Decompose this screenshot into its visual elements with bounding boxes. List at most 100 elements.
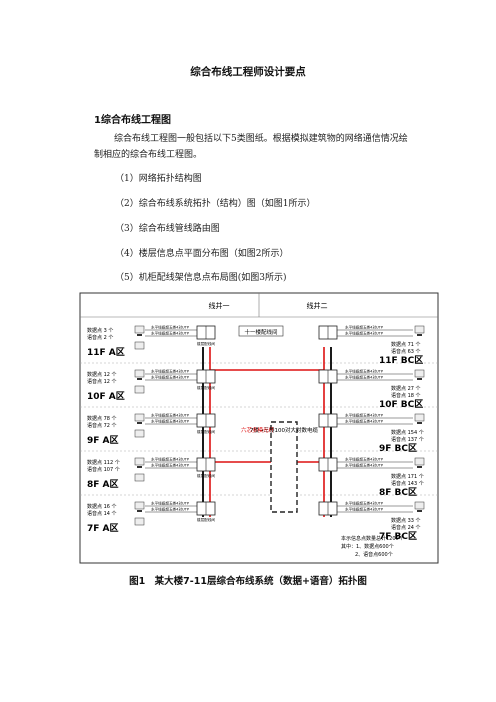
col-right-label: 线井二 <box>307 301 328 310</box>
floor-label-right: 8F BC区 <box>379 487 417 498</box>
right-data-count: 数据点 27 个 <box>391 385 421 392</box>
cable-label: 水平线缆超五类4对UTP <box>345 331 384 336</box>
phone-icon <box>134 385 145 394</box>
cable-label: 水平线缆超五类4对UTP <box>151 419 190 424</box>
left-data-count: 数据点 12 个 <box>87 371 117 378</box>
center-box-label: 7楼→三楼100对大对数电缆 <box>250 426 319 434</box>
list-item: （4）楼层信息点平面分布图（如图2所示） <box>115 249 289 259</box>
left-voice-count: 语音点 2 个 <box>87 334 113 341</box>
right-voice-count: 语音点 63 个 <box>391 348 421 355</box>
footnote-line-2: 其中：1、数据点600个 <box>341 543 394 550</box>
distribution-room-label: 楼层配线间 <box>197 473 215 478</box>
right-voice-count: 语音点 143 个 <box>391 480 424 487</box>
intro-line-2: 制相应的综合布线工程图。 <box>94 150 203 160</box>
right-data-count: 数据点 171 个 <box>391 473 424 480</box>
floor-label-left: 8F A区 <box>87 479 119 490</box>
center-trunk-box <box>270 421 298 513</box>
cable-label: 水平线缆超五类4对UTP <box>151 413 190 418</box>
phone-icon <box>134 429 145 438</box>
phone-icon <box>134 517 145 526</box>
cable-label: 水平线缆超五类4对UTP <box>151 463 190 468</box>
distribution-room-label: 楼层配线间 <box>197 341 215 346</box>
distribution-room-label: 楼层配线间 <box>197 429 215 434</box>
right-voice-count: 语音点 137 个 <box>391 436 424 443</box>
footnote-line-1: 本示信息点数量总计1200个 <box>341 535 404 542</box>
computer-base-icon <box>137 334 142 336</box>
computer-icon <box>134 369 145 378</box>
cable-label: 水平线缆超五类4对UTP <box>345 413 384 418</box>
floor-label-left: 11F A区 <box>87 347 125 358</box>
topology-figure: 线井一 线井二 十一楼配线间 7楼→三楼100对大对数电缆 六芯多模光纤 数据点… <box>79 292 439 564</box>
left-data-count: 数据点 3 个 <box>87 327 113 334</box>
figure-caption: 图1 某大楼7-11层综合布线系统（数据+语音）拓扑图 <box>129 576 367 587</box>
right-voice-count: 语音点 18 个 <box>391 392 421 399</box>
floor-label-right: 9F BC区 <box>379 443 417 454</box>
computer-base-icon <box>137 422 142 424</box>
computer-base-icon <box>417 422 422 424</box>
red-fiber-label: 六芯多模光纤 <box>241 426 275 434</box>
list-item: （3）综合布线管线路由图 <box>115 224 220 234</box>
left-data-count: 数据点 78 个 <box>87 415 117 422</box>
cable-label: 水平线缆超五类4对UTP <box>151 331 190 336</box>
computer-icon <box>414 457 425 466</box>
computer-icon <box>134 501 145 510</box>
floor-label-right: 10F BC区 <box>379 399 423 410</box>
computer-icon <box>134 457 145 466</box>
computer-base-icon <box>137 510 142 512</box>
cable-label: 水平线缆超五类4对UTP <box>345 375 384 380</box>
computer-base-icon <box>137 466 142 468</box>
left-voice-count: 语音点 107 个 <box>87 466 120 473</box>
computer-icon <box>414 413 425 422</box>
top-center-label: 十一楼配线间 <box>244 328 277 336</box>
distribution-room-label: 楼层配线间 <box>197 385 215 390</box>
computer-icon <box>414 369 425 378</box>
computer-icon <box>134 325 145 334</box>
cable-label: 水平线缆超五类4对UTP <box>151 325 190 330</box>
computer-base-icon <box>417 510 422 512</box>
cable-label: 水平线缆超五类4对UTP <box>345 463 384 468</box>
intro-paragraph: 综合布线工程图一般包括以下5类图纸。根据模拟建筑物的网络通信情况绘 制相应的综合… <box>94 131 424 163</box>
cable-label: 水平线缆超五类4对UTP <box>151 375 190 380</box>
floor-label-right: 7F BC区 <box>379 531 417 542</box>
list-item: （2）综合布线系统拓扑（结构）图（如图1所示） <box>115 199 316 209</box>
cable-label: 水平线缆超五类4对UTP <box>151 501 190 506</box>
left-voice-count: 语音点 12 个 <box>87 378 117 385</box>
cable-label: 水平线缆超五类4对UTP <box>151 369 190 374</box>
cable-label: 水平线缆超五类4对UTP <box>151 457 190 462</box>
floor-label-left: 9F A区 <box>87 435 119 446</box>
cable-label: 水平线缆超五类4对UTP <box>345 501 384 506</box>
top-distribution-box <box>238 325 284 337</box>
right-voice-count: 语音点 24 个 <box>391 524 421 531</box>
computer-icon <box>134 413 145 422</box>
cable-label: 水平线缆超五类4对UTP <box>345 419 384 424</box>
distribution-room-label: 楼层配线间 <box>197 517 215 522</box>
intro-line-1: 综合布线工程图一般包括以下5类图纸。根据模拟建筑物的网络通信情况绘 <box>114 134 408 144</box>
computer-base-icon <box>417 334 422 336</box>
left-data-count: 数据点 112 个 <box>87 459 120 466</box>
cable-label: 水平线缆超五类4对UTP <box>345 325 384 330</box>
right-data-count: 数据点 33 个 <box>391 517 421 524</box>
col-left-label: 线井一 <box>209 301 230 310</box>
list-item: （5）机柜配线架信息点布局图(如图3所示) <box>115 273 287 283</box>
cable-label: 水平线缆超五类4对UTP <box>345 369 384 374</box>
footnote-line-3: 2、语音点600个 <box>355 551 393 558</box>
phone-icon <box>134 473 145 482</box>
section-heading: 1综合布线工程图 <box>94 115 171 126</box>
left-data-count: 数据点 16 个 <box>87 503 117 510</box>
list-item: （1）网络拓扑结构图 <box>115 174 202 184</box>
computer-icon <box>414 325 425 334</box>
computer-base-icon <box>137 378 142 380</box>
cable-label: 水平线缆超五类4对UTP <box>345 457 384 462</box>
cable-label: 水平线缆超五类4对UTP <box>345 507 384 512</box>
floor-label-right: 11F BC区 <box>379 355 423 366</box>
left-voice-count: 语音点 14 个 <box>87 510 117 517</box>
computer-base-icon <box>417 466 422 468</box>
floor-label-left: 7F A区 <box>87 523 119 534</box>
left-voice-count: 语音点 72 个 <box>87 422 117 429</box>
computer-base-icon <box>417 378 422 380</box>
right-data-count: 数据点 71 个 <box>391 341 421 348</box>
cable-label: 水平线缆超五类4对UTP <box>151 507 190 512</box>
right-data-count: 数据点 154 个 <box>391 429 424 436</box>
page-title: 综合布线工程师设计要点 <box>190 66 306 78</box>
